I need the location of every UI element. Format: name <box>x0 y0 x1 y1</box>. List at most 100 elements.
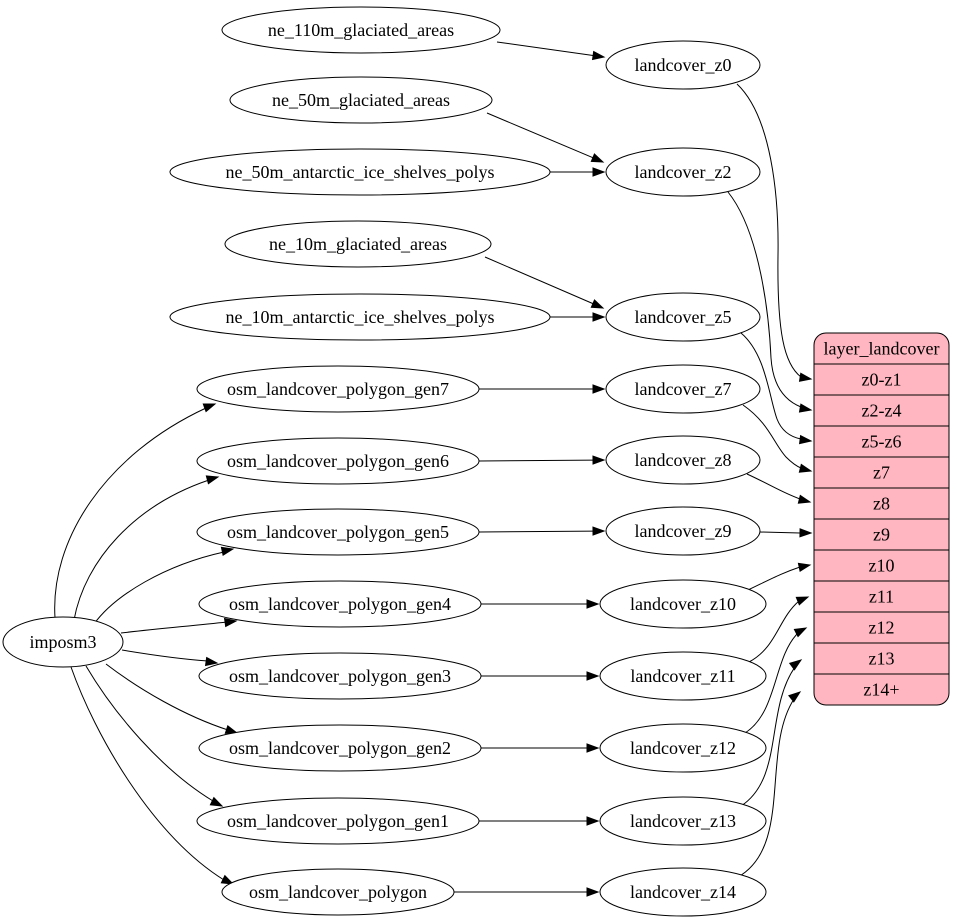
edge-osm_landcover_polygon_gen4-to-landcover_z10 <box>481 599 600 609</box>
node-ellipse-osm_landcover_polygon <box>221 868 455 916</box>
edge-osm_landcover_polygon_gen3-to-landcover_z11 <box>481 671 600 681</box>
edge-imposm3-to-osm_landcover_polygon <box>70 666 235 885</box>
arrowhead-icon <box>220 546 235 557</box>
arrowhead-icon <box>586 671 600 681</box>
node-ellipse-osm_landcover_polygon_gen1 <box>196 797 480 845</box>
edge-landcover_z5-to-layer_landcover-z5-z6 <box>740 332 813 445</box>
node-label-osm_landcover_polygon_gen7: osm_landcover_polygon_gen7 <box>227 379 449 399</box>
node-ellipse-ne_50m_antarctic_ice_shelves_polys <box>169 148 551 196</box>
node-landcover_z0: landcover_z0 <box>605 40 761 90</box>
node-ellipse-osm_landcover_polygon_gen5 <box>196 508 480 556</box>
arrowhead-icon <box>592 312 606 322</box>
arrowhead-icon <box>592 167 606 177</box>
node-label-osm_landcover_polygon_gen3: osm_landcover_polygon_gen3 <box>229 666 451 686</box>
node-osm_landcover_polygon_gen7: osm_landcover_polygon_gen7 <box>196 365 480 413</box>
edge-line <box>496 41 594 56</box>
edge-landcover_z12-to-layer_landcover-z12 <box>744 627 808 734</box>
edge-line <box>486 112 594 159</box>
edge-landcover_z2-to-layer_landcover-z2-z4 <box>727 191 813 413</box>
edge-landcover_z11-to-layer_landcover-z11 <box>748 596 810 663</box>
edge-ne_50m_glaciated_areas-to-landcover_z2 <box>486 112 605 163</box>
table-row-z12: z12 <box>869 618 895 638</box>
node-ellipse-landcover_z0 <box>605 40 761 90</box>
node-landcover_z7: landcover_z7 <box>605 364 761 414</box>
node-label-osm_landcover_polygon_gen4: osm_landcover_polygon_gen4 <box>229 594 451 614</box>
node-label-landcover_z9: landcover_z9 <box>635 521 732 541</box>
arrowhead-icon <box>223 617 238 628</box>
edge-imposm3-to-osm_landcover_polygon_gen5 <box>93 546 235 625</box>
node-label-ne_50m_antarctic_ice_shelves_polys: ne_50m_antarctic_ice_shelves_polys <box>226 162 495 182</box>
arrowhead-icon <box>209 796 224 807</box>
edge-imposm3-to-osm_landcover_polygon_gen4 <box>120 617 238 634</box>
edge-imposm3-to-osm_landcover_polygon_gen3 <box>121 649 219 667</box>
edge-line <box>70 666 225 881</box>
table-row-z9: z9 <box>873 525 890 545</box>
edge-line <box>748 600 800 663</box>
node-label-ne_110m_glaciated_areas: ne_110m_glaciated_areas <box>268 20 454 40</box>
node-label-ne_50m_glaciated_areas: ne_50m_glaciated_areas <box>272 90 450 110</box>
node-ellipse-landcover_z2 <box>605 147 761 197</box>
node-landcover_z5: landcover_z5 <box>605 292 761 342</box>
node-ellipse-osm_landcover_polygon_gen6 <box>196 437 480 485</box>
node-label-ne_10m_antarctic_ice_shelves_polys: ne_10m_antarctic_ice_shelves_polys <box>226 307 495 327</box>
node-label-landcover_z11: landcover_z11 <box>630 666 735 686</box>
node-label-imposm3: imposm3 <box>29 632 96 652</box>
node-label-osm_landcover_polygon_gen1: osm_landcover_polygon_gen1 <box>227 811 449 831</box>
node-ellipse-osm_landcover_polygon_gen2 <box>198 724 482 772</box>
table-row-z10: z10 <box>869 556 895 576</box>
node-label-landcover_z5: landcover_z5 <box>635 307 732 327</box>
edge-ne_110m_glaciated_areas-to-landcover_z0 <box>496 41 606 61</box>
node-ellipse-ne_10m_glaciated_areas <box>224 220 492 268</box>
node-landcover_z13: landcover_z13 <box>599 796 767 846</box>
arrowhead-icon <box>797 562 812 573</box>
edge-line <box>740 332 802 440</box>
node-landcover_z10: landcover_z10 <box>599 579 767 629</box>
edge-line <box>742 404 802 469</box>
edge-line <box>759 531 801 534</box>
edge-landcover_z10-to-layer_landcover-z10 <box>747 562 812 591</box>
node-landcover_z2: landcover_z2 <box>605 147 761 197</box>
table-row-z2-z4: z2-z4 <box>862 401 902 421</box>
node-osm_landcover_polygon_gen6: osm_landcover_polygon_gen6 <box>196 437 480 485</box>
node-ellipse-landcover_z14 <box>599 867 767 917</box>
table-row-z11: z11 <box>869 587 894 607</box>
edge-line <box>737 698 795 878</box>
arrowhead-icon <box>590 153 605 163</box>
arrowhead-icon <box>220 874 235 885</box>
edge-ne_10m_glaciated_areas-to-landcover_z5 <box>484 256 605 309</box>
node-label-landcover_z14: landcover_z14 <box>630 882 736 902</box>
node-label-landcover_z7: landcover_z7 <box>635 379 732 399</box>
edge-line <box>744 632 799 734</box>
arrowhead-icon <box>204 656 219 667</box>
edge-line <box>478 530 594 533</box>
arrowhead-icon <box>591 50 606 61</box>
edge-line <box>105 663 229 731</box>
node-ellipse-ne_50m_glaciated_areas <box>229 76 493 124</box>
node-ellipse-osm_landcover_polygon_gen4 <box>198 580 482 628</box>
arrowhead-icon <box>586 816 600 826</box>
node-ellipse-landcover_z7 <box>605 364 761 414</box>
arrowhead-icon <box>799 434 813 445</box>
edge-imposm3-to-osm_landcover_polygon_gen7 <box>54 403 217 619</box>
node-ellipse-osm_landcover_polygon_gen7 <box>196 365 480 413</box>
node-label-landcover_z12: landcover_z12 <box>630 738 736 758</box>
node-ne_110m_glaciated_areas: ne_110m_glaciated_areas <box>221 6 501 54</box>
node-osm_landcover_polygon_gen1: osm_landcover_polygon_gen1 <box>196 797 480 845</box>
node-label-ne_10m_glaciated_areas: ne_10m_glaciated_areas <box>269 234 447 254</box>
arrowhead-icon <box>793 627 808 638</box>
node-ellipse-ne_110m_glaciated_areas <box>221 6 501 54</box>
arrowhead-icon <box>586 887 600 897</box>
edge-line <box>727 191 802 408</box>
node-ne_10m_antarctic_ice_shelves_polys: ne_10m_antarctic_ice_shelves_polys <box>169 293 551 341</box>
arrowhead-icon <box>788 659 803 671</box>
node-ellipse-osm_landcover_polygon_gen3 <box>198 652 482 700</box>
node-ellipse-landcover_z5 <box>605 292 761 342</box>
node-landcover_z11: landcover_z11 <box>599 651 767 701</box>
edge-landcover_z14-to-layer_landcover-z14+ <box>737 691 802 878</box>
node-label-osm_landcover_polygon_gen6: osm_landcover_polygon_gen6 <box>227 451 449 471</box>
edge-osm_landcover_polygon_gen6-to-landcover_z8 <box>478 455 606 465</box>
node-osm_landcover_polygon_gen3: osm_landcover_polygon_gen3 <box>198 652 482 700</box>
node-osm_landcover_polygon: osm_landcover_polygon <box>221 868 455 916</box>
node-label-landcover_z0: landcover_z0 <box>635 55 732 75</box>
